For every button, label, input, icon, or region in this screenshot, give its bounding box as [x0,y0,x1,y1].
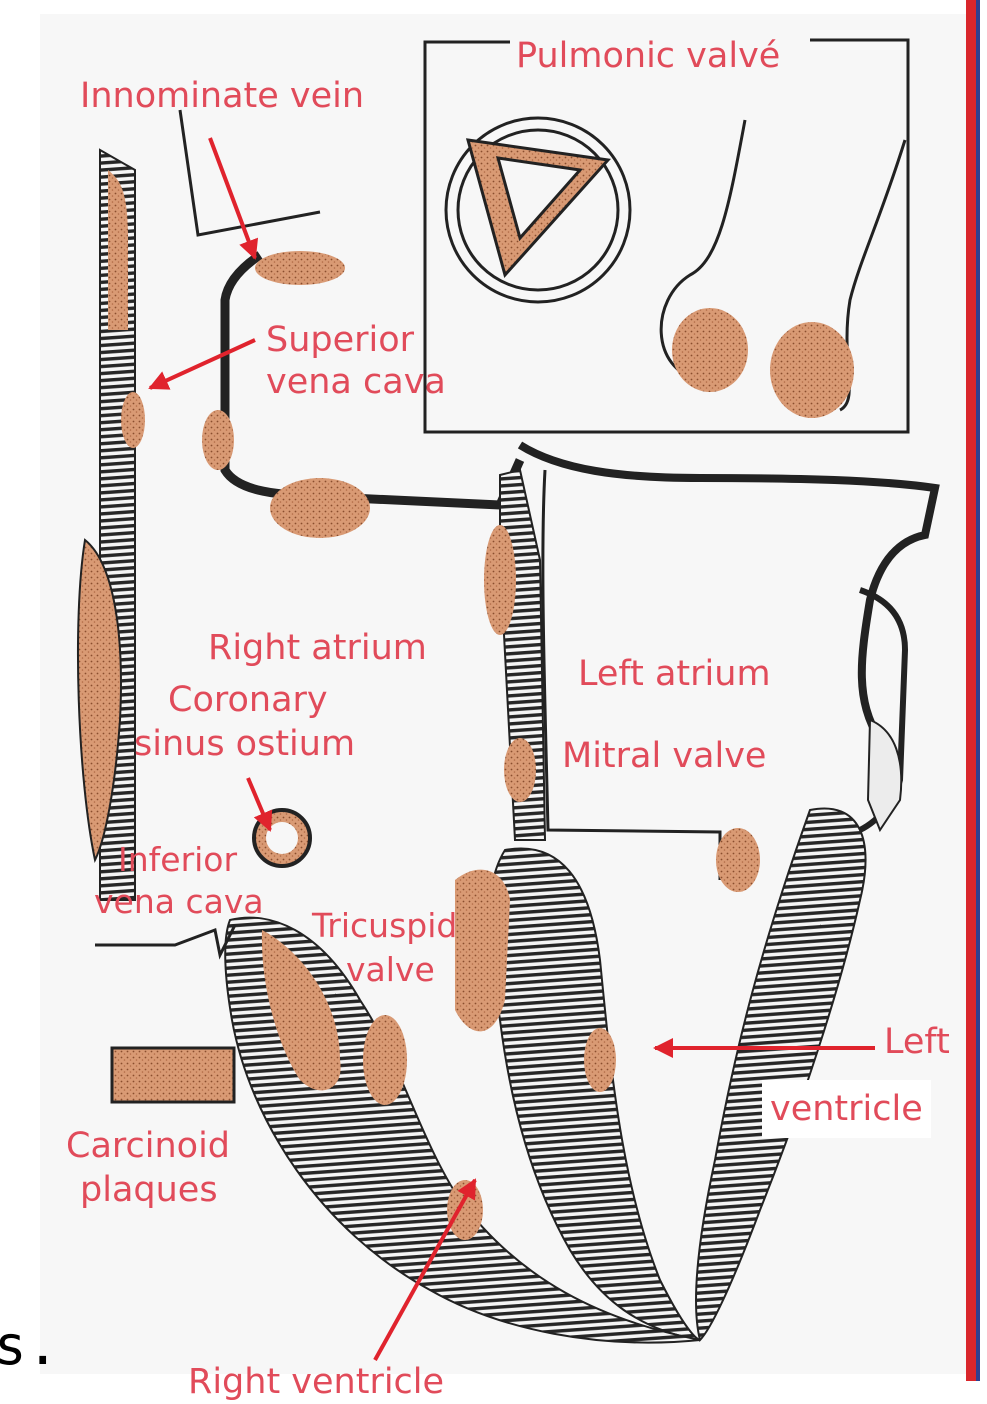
label-left-ventricle-line1: Left [884,1020,950,1064]
label-coronary-sinus-line2: sinus ostium [134,722,355,766]
label-right-ventricle: Right ventricle [188,1360,444,1404]
label-carcinoid-line1: Carcinoid [66,1124,230,1168]
label-mitral-valve: Mitral valve [562,734,766,778]
label-innominate-vein: Innominate vein [80,74,364,118]
label-inferior-vena-cava-line2: vena cava [94,880,264,924]
label-left-atrium: Left atrium [578,652,771,696]
carcinoid-legend-swatch [112,1048,234,1102]
label-superior-vena-cava-line1: Superior [266,318,414,362]
label-right-atrium: Right atrium [208,626,427,670]
label-tricuspid-valve-line2: valve [346,948,435,992]
label-superior-vena-cava-line2: vena cava [266,360,446,404]
side-text-fragment: s. [0,1316,59,1376]
label-carcinoid-line2: plaques [80,1168,218,1212]
label-left-ventricle-line2: ventricle [762,1080,931,1138]
frame-border-red [966,0,976,1381]
label-pulmonic-valve: Pulmonic valvé [516,34,780,78]
frame-border-blue [976,0,980,1381]
label-tricuspid-valve-line1: Tricuspid [312,904,457,948]
coronary-sinus-ring [254,810,310,866]
label-inferior-vena-cava-line1: Inferior [118,838,237,882]
label-coronary-sinus-line1: Coronary [168,678,328,722]
